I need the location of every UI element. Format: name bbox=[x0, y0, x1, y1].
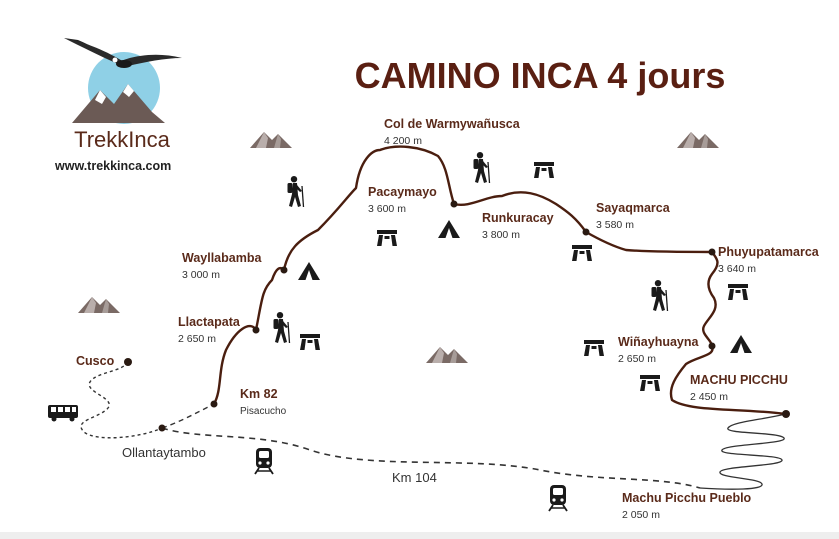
ruins-icon bbox=[377, 230, 397, 246]
place-name: Wiñayhuayna bbox=[618, 335, 700, 349]
place-col-warmywanusca[interactable]: Col de Warmywañusca 4 200 m bbox=[384, 117, 521, 147]
place-elevation: 3 800 m bbox=[482, 229, 520, 241]
place-subtitle: Pisacucho bbox=[240, 406, 287, 417]
place-machu-picchu-pueblo[interactable]: Machu Picchu Pueblo 2 050 m bbox=[622, 491, 752, 521]
place-name: Ollantaytambo bbox=[122, 445, 206, 460]
road-cusco-ollantaytambo bbox=[80, 361, 163, 439]
bus-switchbacks bbox=[699, 413, 787, 490]
waypoint-dot-cusco[interactable] bbox=[124, 358, 132, 366]
bottom-bar bbox=[0, 532, 839, 539]
place-name: Sayaqmarca bbox=[596, 201, 671, 215]
ruins-icon bbox=[300, 334, 320, 350]
place-elevation: 2 650 m bbox=[178, 333, 216, 345]
ruins-icon bbox=[572, 245, 592, 261]
place-name: Pacaymayo bbox=[368, 185, 437, 199]
hiker-icon bbox=[286, 175, 305, 208]
map-title: CAMINO INCA 4 jours bbox=[355, 55, 726, 96]
route-label-km104: Km 104 bbox=[392, 470, 437, 485]
ruins-icon bbox=[534, 162, 554, 178]
place-machu-picchu[interactable]: MACHU PICCHU 2 450 m bbox=[690, 373, 788, 403]
place-name: Cusco bbox=[76, 354, 115, 368]
place-name: Phuyupatamarca bbox=[718, 245, 820, 259]
hiker-icon bbox=[272, 311, 291, 344]
place-km82[interactable]: Km 82 Pisacucho bbox=[240, 387, 287, 417]
condor-icon bbox=[64, 38, 182, 68]
place-name: Wayllabamba bbox=[182, 251, 262, 265]
logo-mountains bbox=[72, 84, 165, 123]
place-phuyupatamarca[interactable]: Phuyupatamarca 3 640 m bbox=[718, 245, 820, 275]
ruins-icon bbox=[584, 340, 604, 356]
bus-icon bbox=[48, 405, 78, 422]
place-elevation: 3 580 m bbox=[596, 219, 634, 231]
waypoint-dot-winayhuayna[interactable] bbox=[708, 342, 716, 350]
place-llactapata[interactable]: Llactapata 2 650 m bbox=[178, 315, 241, 345]
waypoint-dot-km82[interactable] bbox=[210, 400, 218, 408]
place-name: Machu Picchu Pueblo bbox=[622, 491, 752, 505]
waypoint-dot-llactapata[interactable] bbox=[252, 326, 260, 334]
place-elevation: 2 050 m bbox=[622, 509, 660, 521]
waypoint-dot-pacaymayo[interactable] bbox=[450, 200, 458, 208]
tent-icon bbox=[438, 220, 460, 238]
waypoint-dot-wayllabamba[interactable] bbox=[280, 266, 288, 274]
train-icon bbox=[254, 447, 274, 475]
place-name: Col de Warmywañusca bbox=[384, 117, 521, 131]
logo-url[interactable]: www.trekkinca.com bbox=[54, 159, 171, 173]
waypoint-dot-phuyupatamarca[interactable] bbox=[708, 248, 716, 256]
place-pacaymayo[interactable]: Pacaymayo 3 600 m bbox=[368, 185, 437, 215]
place-elevation: 4 200 m bbox=[384, 135, 422, 147]
hiker-icon bbox=[472, 151, 491, 184]
place-wayllabamba[interactable]: Wayllabamba 3 000 m bbox=[182, 251, 262, 281]
place-ollantaytambo[interactable]: Ollantaytambo bbox=[122, 445, 206, 460]
place-winayhuayna[interactable]: Wiñayhuayna 2 650 m bbox=[618, 335, 700, 365]
train-icon bbox=[548, 484, 568, 512]
mountain-icon bbox=[426, 347, 468, 363]
place-elevation: 2 450 m bbox=[690, 391, 728, 403]
tent-icon bbox=[730, 335, 752, 353]
ruins-icon bbox=[728, 284, 748, 300]
place-sayaqmarca[interactable]: Sayaqmarca 3 580 m bbox=[596, 201, 671, 231]
train-line-km82 bbox=[161, 403, 215, 429]
logo-brand: TrekkInca bbox=[74, 127, 171, 152]
hiker-icon bbox=[650, 279, 669, 312]
place-name: Llactapata bbox=[178, 315, 241, 329]
ruins-icon bbox=[640, 375, 660, 391]
place-name: MACHU PICCHU bbox=[690, 373, 788, 387]
train-line-pueblo bbox=[161, 427, 701, 489]
place-runkuracay[interactable]: Runkuracay 3 800 m bbox=[482, 211, 554, 241]
mountain-icon bbox=[78, 297, 120, 313]
waypoint-dot-sayaqmarca[interactable] bbox=[582, 228, 590, 236]
place-elevation: 3 600 m bbox=[368, 203, 406, 215]
logo: TrekkInca www.trekkinca.com bbox=[54, 38, 182, 173]
place-elevation: 3 000 m bbox=[182, 269, 220, 281]
waypoint-dot-ollantaytambo[interactable] bbox=[158, 424, 166, 432]
mountain-icon bbox=[250, 132, 292, 148]
inca-trail-route bbox=[212, 145, 787, 416]
place-elevation: 2 650 m bbox=[618, 353, 656, 365]
place-cusco[interactable]: Cusco bbox=[76, 354, 115, 368]
place-name: Km 82 bbox=[240, 387, 278, 401]
mountain-icon bbox=[677, 132, 719, 148]
place-name: Runkuracay bbox=[482, 211, 554, 225]
place-elevation: 3 640 m bbox=[718, 263, 756, 275]
waypoint-dot-machupicchu[interactable] bbox=[782, 410, 790, 418]
tent-icon bbox=[298, 262, 320, 280]
